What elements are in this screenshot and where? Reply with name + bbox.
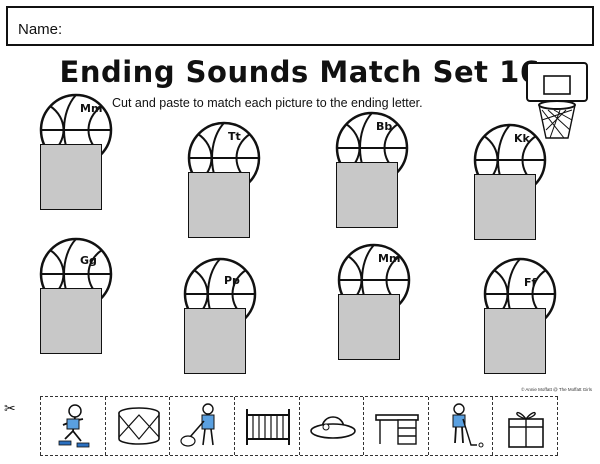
copyright: © Annie Moffatt @ The Moffatt Girls (521, 387, 592, 392)
mop-icon (180, 403, 215, 447)
letter-label: Kk (514, 132, 530, 145)
paste-box[interactable] (474, 174, 536, 240)
match-card: Kk (466, 122, 556, 244)
paste-box[interactable] (188, 172, 250, 238)
letter-label: Pp (224, 274, 240, 287)
name-label: Name: (18, 21, 63, 38)
match-card: Gg (32, 236, 122, 358)
picture-cell[interactable] (427, 397, 493, 455)
cut-out-strip (40, 396, 558, 456)
picture-cell[interactable] (233, 397, 299, 455)
paste-box[interactable] (338, 294, 400, 360)
picture-cell[interactable] (40, 397, 105, 455)
desk-icon (375, 414, 419, 445)
letter-label: Mm (378, 252, 401, 265)
gift-icon (508, 412, 545, 448)
match-card: Mm (32, 92, 122, 214)
match-card: Tt (180, 120, 270, 242)
match-card: Ff (476, 256, 566, 378)
letter-label: Ff (524, 276, 537, 289)
skater-icon (58, 404, 90, 448)
basketball-hoop-icon (526, 62, 588, 139)
picture-cell[interactable] (104, 397, 170, 455)
golf-icon (452, 403, 484, 448)
match-card: Pp (176, 256, 266, 378)
picture-cell[interactable] (363, 397, 428, 455)
letter-label: Tt (228, 130, 241, 143)
letter-label: Gg (80, 254, 97, 267)
drum-icon (117, 407, 160, 445)
paste-box[interactable] (40, 288, 102, 354)
instructions: Cut and paste to match each picture to t… (112, 96, 423, 110)
match-card: Bb (328, 110, 418, 232)
picture-cell[interactable] (169, 397, 234, 455)
scissors-icon: ✂ (4, 400, 16, 416)
paste-box[interactable] (484, 308, 546, 374)
picture-cell[interactable] (298, 397, 364, 455)
match-card: Mm (330, 242, 420, 364)
letter-label: Bb (376, 120, 393, 133)
name-box[interactable]: Name: (6, 6, 594, 46)
page-title: Ending Sounds Match Set 16 (59, 55, 541, 89)
letter-label: Mm (80, 102, 103, 115)
crib-icon (245, 409, 290, 445)
paste-box[interactable] (336, 162, 398, 228)
hat-icon (309, 416, 356, 439)
paste-box[interactable] (184, 308, 246, 374)
paste-box[interactable] (40, 144, 102, 210)
picture-cell[interactable] (492, 397, 558, 455)
